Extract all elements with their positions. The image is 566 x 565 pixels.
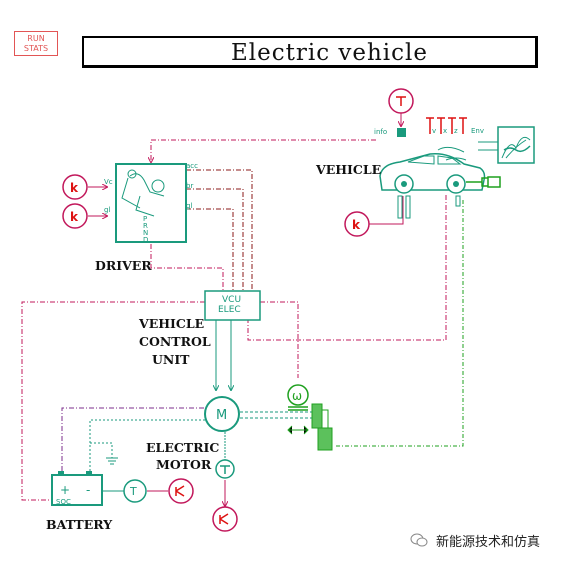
road-input-arrows [426, 117, 467, 134]
driver-block[interactable]: acc br gl Vc gl P R N D [104, 162, 198, 244]
vehicle-block[interactable] [379, 146, 501, 219]
driver-port-gl: gl [186, 202, 192, 210]
vehicle-port-info: info [374, 128, 387, 136]
wire-k3-vehicle [369, 196, 404, 225]
vehicle-label: VEHICLE [315, 162, 381, 177]
driver-port-br: br [186, 182, 193, 190]
constant-k-vehicle[interactable]: k [344, 211, 370, 237]
wire-gl [186, 208, 234, 291]
battery-thermal-sensor[interactable]: T [123, 479, 147, 503]
battery-soc-port: SOC [56, 498, 71, 506]
battery-plus: + [60, 483, 70, 497]
motor-label-line2: MOTOR [156, 457, 212, 472]
constant-k-label: k [70, 210, 79, 224]
wire-info-driver [151, 139, 376, 162]
title-box: Electric vehicle [82, 36, 538, 68]
prnd-r: R [143, 222, 148, 230]
vehicle-port-z: z [454, 127, 458, 135]
prnd-n: N [143, 229, 148, 237]
watermark-text: 新能源技术和仿真 [436, 535, 541, 550]
motor-label-line1: ELECTRIC [146, 440, 219, 455]
run-stats-label-line1: RUN [27, 34, 45, 43]
battery-label: BATTERY [46, 517, 113, 532]
constant-k-vc[interactable]: k [62, 174, 88, 200]
wire-motor-gear [240, 411, 312, 419]
vcu-label-line3: UNIT [152, 352, 190, 367]
driver-port-vc: Vc [104, 178, 113, 186]
driver-port-gl-in: gl [104, 206, 110, 214]
prnd-d: D [143, 236, 148, 244]
vcu-label-line1: VEHICLE [138, 316, 204, 331]
vcu-label-line2: CONTROL [139, 334, 211, 349]
driver-port-acc: acc [186, 162, 198, 170]
thermal-symbol: T [129, 485, 137, 498]
vehicle-port-v: v [432, 127, 436, 135]
omega-symbol: ω [292, 389, 302, 403]
constant-k-label: k [352, 218, 361, 232]
transmission-block[interactable] [287, 403, 333, 451]
wire-br [186, 188, 244, 291]
motor-symbol: M [216, 408, 227, 423]
vcu-label-2: ELEC [218, 305, 241, 315]
wire-ground [90, 442, 113, 458]
constant-k-gl[interactable]: k [62, 203, 88, 229]
run-stats-label-line2: STATS [23, 44, 49, 53]
ground-symbol [106, 457, 118, 465]
constant-k-label: k [70, 181, 79, 195]
wire-gear-vehicle [336, 200, 464, 447]
wire-env [478, 141, 498, 151]
vehicle-port-env: Env [471, 127, 484, 135]
vcu-label-1: VCU [222, 295, 241, 305]
constant-gravity[interactable] [388, 88, 414, 114]
wechat-icon [410, 533, 428, 547]
wire-vcu-omega [260, 301, 299, 378]
battery-block[interactable]: + - SOC [51, 471, 103, 506]
driver-label: DRIVER [95, 258, 152, 273]
gravity-weight-icon [397, 128, 406, 137]
prnd-p: P [143, 215, 147, 223]
motor-block[interactable]: M [204, 396, 240, 432]
wire-vehicle-vcu [247, 195, 447, 341]
vcu-block[interactable]: VCU ELEC [204, 290, 261, 321]
environment-block[interactable] [497, 126, 535, 164]
wire-acc [186, 169, 253, 291]
diagram-title: Electric vehicle [230, 40, 429, 66]
constant-k-battery[interactable] [168, 478, 194, 504]
battery-minus: - [86, 483, 90, 497]
motor-thermal-sensor[interactable] [215, 459, 235, 479]
wire-motor-battery-purple [61, 407, 204, 475]
wire-vcu-soc [21, 301, 205, 501]
run-stats-button[interactable]: RUN STATS [14, 31, 58, 56]
constant-k-motor[interactable] [212, 506, 238, 532]
vehicle-port-x: x [443, 127, 447, 135]
speed-sensor[interactable]: ω [287, 384, 309, 411]
wire-driver-vcu [150, 244, 224, 291]
